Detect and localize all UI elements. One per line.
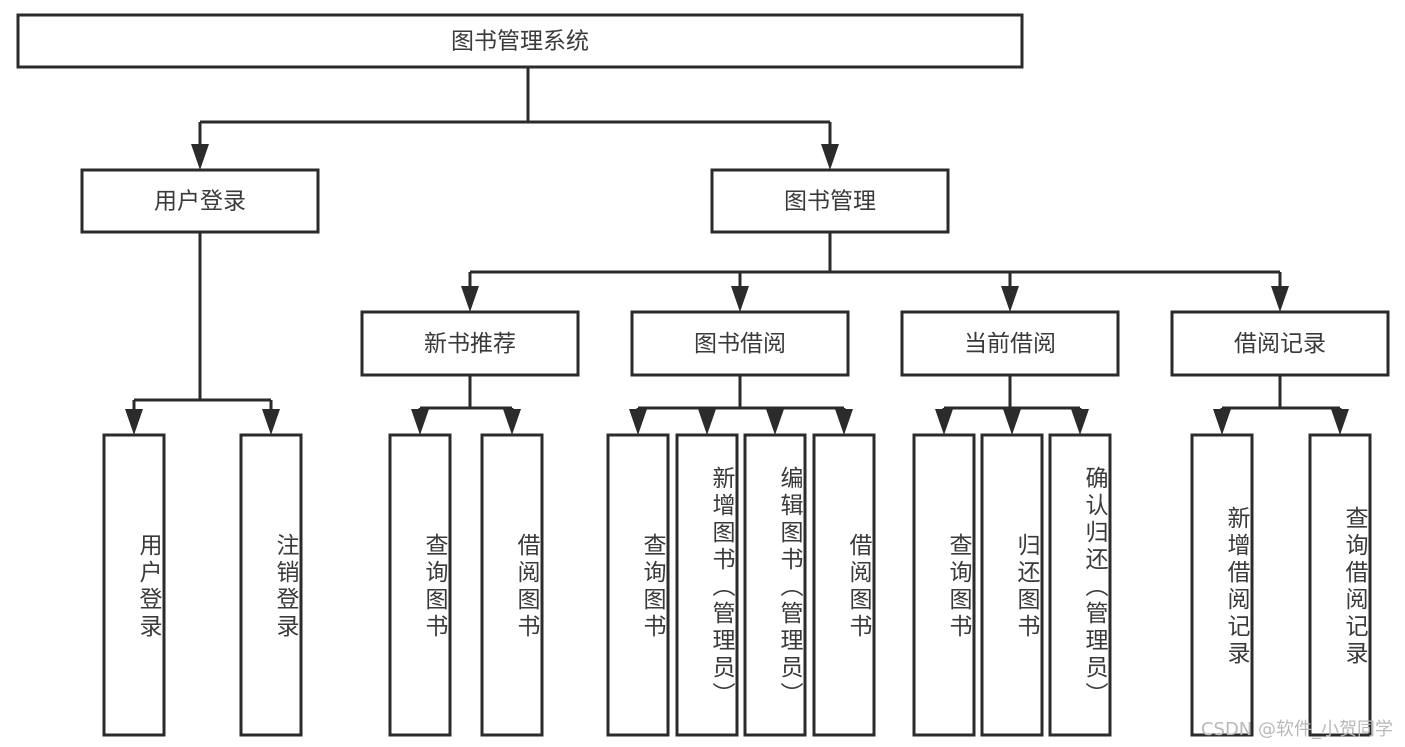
node-box-leaf-3[interactable] <box>480 433 544 737</box>
node-label-level2-0: 用户登录 <box>154 189 246 215</box>
node-box-leaf-5[interactable] <box>675 433 739 737</box>
node-label-level3-2: 当前借阅 <box>964 331 1056 357</box>
node-box-leaf-8[interactable] <box>912 433 976 737</box>
node-label-level3-0: 新书推荐 <box>424 331 516 357</box>
node-label-level3-1: 图书借阅 <box>694 331 786 357</box>
arrowhead-level2-1 <box>821 144 839 170</box>
node-box-level3-3[interactable] <box>1170 310 1390 377</box>
arrowhead-userlogin-1 <box>262 409 280 435</box>
node-box-level3-2[interactable] <box>900 310 1120 377</box>
node-box-leaf-1[interactable] <box>239 433 303 737</box>
node-box-level2-1[interactable] <box>710 168 950 234</box>
node-box-leaf-6[interactable] <box>743 433 807 737</box>
csdn-watermark: CSDN @软件_小贺同学 <box>1200 719 1393 740</box>
arrowhead-level2-0 <box>191 144 209 170</box>
arrowhead-current-1 <box>1003 409 1021 435</box>
node-box-level2-0[interactable] <box>80 168 320 234</box>
node-box-leaf-4[interactable] <box>606 433 670 737</box>
node-box-level3-1[interactable] <box>630 310 850 377</box>
node-label-level3-3: 借阅记录 <box>1234 331 1326 357</box>
node-box-layer <box>16 13 1390 737</box>
arrowhead-borrow-3 <box>835 409 853 435</box>
node-box-level3-0[interactable] <box>360 310 580 377</box>
node-box-root-0[interactable] <box>16 13 1024 69</box>
arrowhead-level3-0 <box>461 286 479 312</box>
arrowhead-level3-3 <box>1271 286 1289 312</box>
arrowhead-borrow-0 <box>629 409 647 435</box>
node-box-leaf-11[interactable] <box>1190 433 1254 737</box>
arrowhead-borrow-1 <box>698 409 716 435</box>
arrowhead-record-1 <box>1331 409 1349 435</box>
node-box-leaf-9[interactable] <box>980 433 1044 737</box>
arrowhead-newbook-0 <box>411 409 429 435</box>
connector-layer <box>125 67 1349 435</box>
arrowhead-record-0 <box>1213 409 1231 435</box>
node-box-leaf-2[interactable] <box>388 433 452 737</box>
arrowhead-level3-2 <box>1001 286 1019 312</box>
arrowhead-borrow-2 <box>766 409 784 435</box>
node-box-leaf-10[interactable] <box>1048 433 1112 737</box>
node-box-leaf-0[interactable] <box>102 433 166 737</box>
node-box-leaf-12[interactable] <box>1308 433 1372 737</box>
arrowhead-current-2 <box>1071 409 1089 435</box>
arrowhead-newbook-1 <box>503 409 521 435</box>
arrowhead-userlogin-0 <box>125 409 143 435</box>
node-box-leaf-7[interactable] <box>812 433 876 737</box>
node-label-level2-1: 图书管理 <box>784 189 876 215</box>
arrowhead-current-0 <box>935 409 953 435</box>
arrowhead-level3-1 <box>731 286 749 312</box>
node-label-root-0: 图书管理系统 <box>451 29 589 55</box>
